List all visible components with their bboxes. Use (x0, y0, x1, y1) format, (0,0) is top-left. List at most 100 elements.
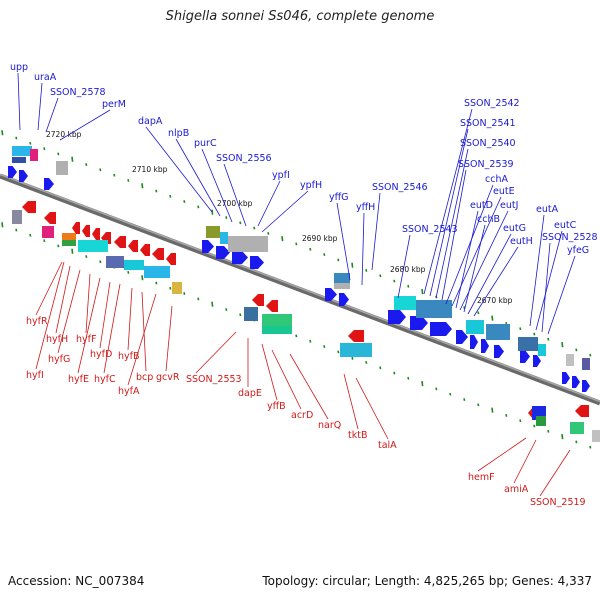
scale-tick-upper (85, 163, 88, 166)
gene-feature-box (78, 240, 108, 252)
forward-gene-arrow (232, 251, 248, 264)
forward-gene-label: SSON_2556 (216, 153, 272, 164)
forward-label-connector (445, 184, 494, 305)
scale-tick-lower (211, 301, 214, 307)
reverse-gene-label: tktB (348, 430, 367, 441)
forward-label-connector (45, 97, 59, 133)
forward-label-connector (435, 148, 469, 299)
scale-tick-lower (155, 281, 158, 285)
forward-gene-arrow (339, 293, 349, 306)
scale-tick-upper (533, 332, 536, 336)
reverse-gene-label: SSON_2519 (530, 497, 586, 508)
gene-feature-box (536, 416, 546, 426)
forward-gene-arrow (325, 288, 337, 301)
reverse-gene-arrow (348, 330, 364, 342)
scale-tick-lower (533, 424, 536, 428)
reverse-label-connector (103, 283, 121, 374)
gene-feature-box (220, 232, 228, 244)
reverse-gene-label: narQ (318, 420, 341, 431)
forward-gene-arrow (410, 316, 428, 330)
kbp-tick-label: 2700 kbp (217, 199, 253, 208)
forward-gene-arrow (562, 372, 570, 384)
forward-gene-arrow (456, 330, 468, 344)
kbp-tick-label: 2710 kbp (132, 165, 168, 174)
scale-tick-lower (407, 376, 410, 380)
gene-feature-box (12, 210, 22, 224)
forward-gene-label: SSON_2540 (460, 138, 516, 149)
forward-gene-label: purC (194, 138, 217, 149)
reverse-label-connector (477, 437, 527, 472)
forward-gene-label: eutH (510, 236, 533, 247)
forward-label-connector (547, 255, 576, 335)
gene-feature-box (30, 149, 38, 161)
forward-gene-label: yfeG (567, 245, 589, 256)
scale-tick-upper (113, 173, 116, 177)
scale-tick-upper (519, 327, 522, 331)
forward-gene-arrow (572, 376, 580, 388)
gene-feature-box (334, 273, 350, 283)
forward-gene-arrow (202, 240, 214, 253)
forward-gene-label: cchA (485, 174, 508, 185)
forward-gene-label: ypfH (300, 180, 322, 191)
scale-tick-upper (225, 216, 228, 219)
reverse-gene-label: hyfE (68, 374, 89, 385)
kbp-tick-label: 2720 kbp (46, 130, 82, 139)
scale-tick-lower (57, 244, 60, 248)
gene-feature-box (466, 320, 484, 334)
reverse-gene-label: gcvR (156, 372, 180, 383)
reverse-gene-label: hyfI (26, 370, 44, 381)
genome-summary-text: Topology: circular; Length: 4,825,265 bp… (262, 574, 592, 588)
reverse-label-connector (35, 261, 63, 316)
scale-tick-upper (141, 183, 144, 189)
scale-tick-lower (225, 308, 228, 311)
forward-gene-label: eutA (536, 204, 559, 215)
reverse-gene-label: hyfR (26, 316, 48, 327)
scale-tick-upper (1, 130, 4, 136)
scale-tick-upper (365, 269, 368, 272)
kbp-tick-label: 2680 kbp (390, 265, 426, 274)
gene-feature-box (12, 157, 26, 163)
forward-gene-label: SSON_2542 (464, 98, 520, 109)
scale-tick-lower (393, 371, 396, 375)
scale-tick-upper (323, 253, 326, 257)
reverse-gene-label: amiA (504, 484, 529, 495)
reverse-gene-arrow (266, 300, 278, 312)
gene-feature-box (486, 324, 510, 340)
forward-label-connector (371, 192, 381, 271)
kbp-tick-label: 2670 kbp (477, 296, 513, 305)
reverse-label-connector (77, 277, 101, 374)
reverse-gene-arrow (140, 244, 150, 256)
scale-tick-upper (57, 152, 60, 156)
forward-label-connector (17, 72, 21, 131)
forward-gene-label: upp (10, 62, 28, 73)
forward-gene-label: SSON_2539 (458, 159, 514, 170)
scale-tick-lower (365, 361, 368, 364)
scale-tick-upper (99, 168, 102, 172)
scale-tick-lower (239, 313, 242, 317)
reverse-gene-label: hyfA (118, 386, 140, 397)
forward-gene-label: eutJ (500, 200, 518, 211)
scale-tick-lower (547, 429, 550, 433)
reverse-gene-arrow (114, 236, 126, 248)
scale-tick-lower (379, 366, 382, 370)
forward-gene-arrow (8, 166, 17, 178)
reverse-label-connector (35, 261, 65, 370)
reverse-label-connector (289, 353, 329, 420)
gene-feature-box (340, 343, 372, 357)
reverse-gene-label: dapE (238, 388, 262, 399)
reverse-gene-label: hyfH (46, 334, 68, 345)
scale-tick-lower (449, 392, 452, 396)
reverse-label-connector (99, 281, 111, 349)
scale-tick-upper (71, 156, 74, 162)
scale-tick-lower (71, 248, 74, 254)
reverse-gene-arrow (22, 201, 36, 213)
reverse-gene-arrow (152, 248, 164, 260)
scale-tick-upper (183, 200, 186, 204)
scale-tick-upper (239, 221, 242, 225)
scale-tick-upper (561, 342, 564, 348)
gene-feature-box (12, 146, 32, 156)
forward-label-connector (459, 210, 509, 311)
reverse-gene-label: SSON_2553 (186, 374, 242, 385)
scale-tick-lower (99, 260, 102, 264)
scale-tick-upper (421, 289, 424, 295)
